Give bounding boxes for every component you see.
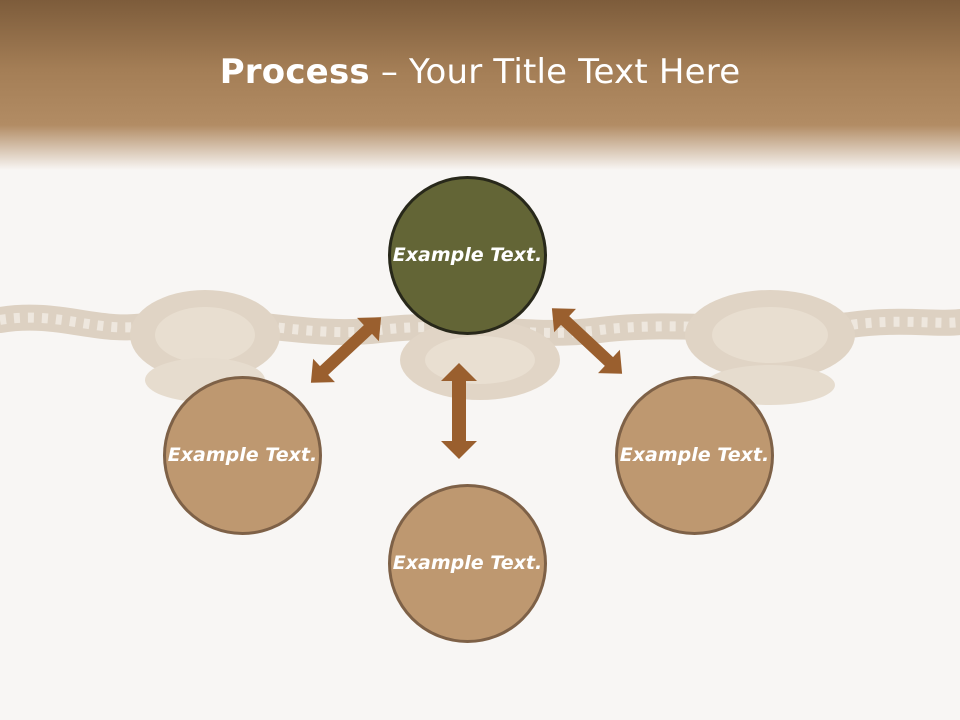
center-node: Example Text. <box>388 176 547 335</box>
double-arrow-icon <box>310 317 382 383</box>
bottom-node-label: Example Text. <box>392 552 543 574</box>
title-banner <box>0 0 960 200</box>
center-node-label: Example Text. <box>392 244 543 266</box>
double-arrow-icon <box>551 308 623 374</box>
double-arrow-icon <box>441 363 477 459</box>
right-node: Example Text. <box>615 376 774 535</box>
right-node-label: Example Text. <box>619 444 770 466</box>
title-rest: – Your Title Text Here <box>369 52 741 92</box>
title-bold: Process <box>219 52 370 92</box>
knotted-rope-image <box>0 290 960 405</box>
bottom-node: Example Text. <box>388 484 547 643</box>
left-node: Example Text. <box>163 376 322 535</box>
left-node-label: Example Text. <box>167 444 318 466</box>
slide-title: Process – Your Title Text Here <box>0 52 960 92</box>
